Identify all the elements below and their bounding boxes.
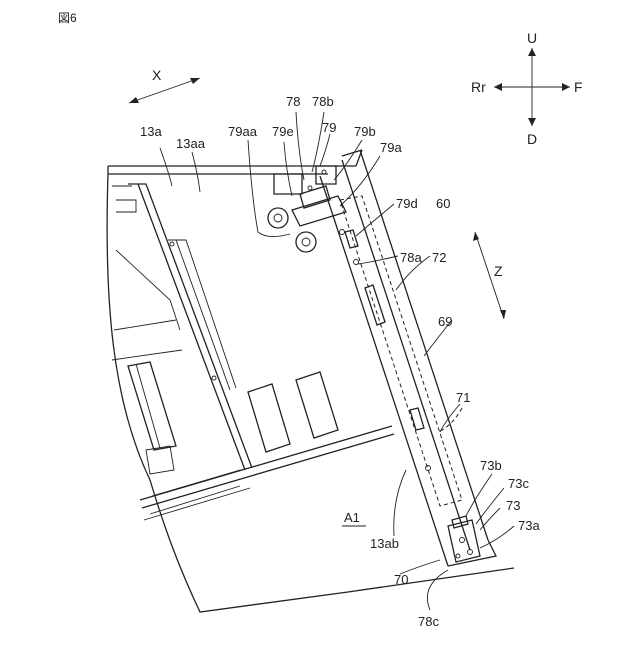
direction-indicator: U D Rr F — [471, 30, 583, 147]
label-79: 79 — [322, 120, 336, 135]
direction-front-label: F — [574, 79, 583, 95]
x-axis-arrow: X — [129, 67, 200, 103]
label-79d: 79d — [396, 196, 418, 211]
label-78: 78 — [286, 94, 300, 109]
inner-frame — [112, 184, 394, 520]
label-13aa: 13aa — [176, 136, 206, 151]
label-79e: 79e — [272, 124, 294, 139]
lower-bracket — [448, 516, 480, 562]
label-13a: 13a — [140, 124, 162, 139]
label-72: 72 — [432, 250, 446, 265]
housing-outline — [107, 150, 514, 612]
label-78c: 78c — [418, 614, 439, 629]
label-13ab: 13ab — [370, 536, 399, 551]
label-69: 69 — [438, 314, 452, 329]
z-axis-arrow: Z — [473, 232, 506, 319]
direction-up-label: U — [527, 30, 537, 46]
direction-rear-label: Rr — [471, 79, 486, 95]
leader-lines — [160, 112, 514, 610]
label-73c: 73c — [508, 476, 529, 491]
label-71: 71 — [456, 390, 470, 405]
direction-down-label: D — [527, 131, 537, 147]
upper-latch — [268, 166, 346, 252]
label-79a: 79a — [380, 140, 402, 155]
label-73b: 73b — [480, 458, 502, 473]
label-78a: 78a — [400, 250, 422, 265]
label-79b: 79b — [354, 124, 376, 139]
label-60: 60 — [436, 196, 450, 211]
label-78b: 78b — [312, 94, 334, 109]
label-73a: 73a — [518, 518, 540, 533]
z-axis-label: Z — [494, 263, 503, 279]
label-79aa: 79aa — [228, 124, 258, 139]
rect-slots — [248, 372, 338, 452]
figure-title: 図6 — [58, 11, 77, 25]
label-70: 70 — [394, 572, 408, 587]
label-a1: A1 — [344, 510, 360, 525]
label-73: 73 — [506, 498, 520, 513]
x-axis-label: X — [152, 67, 162, 83]
